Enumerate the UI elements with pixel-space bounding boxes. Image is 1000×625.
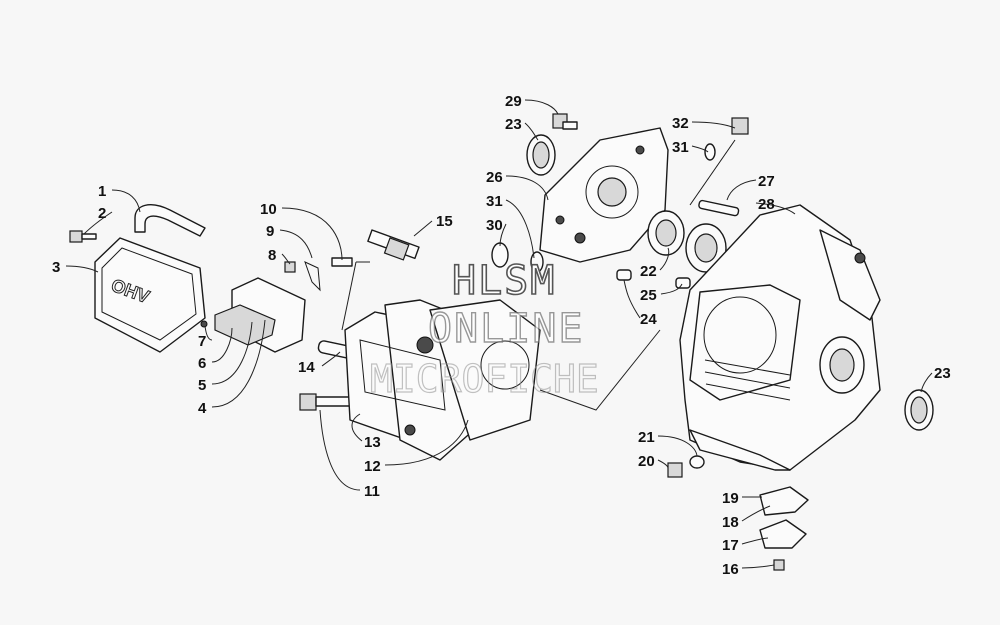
callout-30: 30 xyxy=(486,217,503,234)
crankcase-block-part xyxy=(679,204,881,471)
pin-27-part xyxy=(698,199,740,217)
callout-29: 29 xyxy=(505,93,522,110)
callout-12: 12 xyxy=(364,458,381,475)
callout-26: 26 xyxy=(486,169,503,186)
callout-22: 22 xyxy=(640,263,657,280)
cylinder-head-part xyxy=(344,299,541,461)
callout-6: 6 xyxy=(198,355,206,372)
spark-plug-part xyxy=(367,229,420,261)
cover-screw-part xyxy=(552,113,578,130)
crankcase-cover-part xyxy=(539,127,669,263)
callout-11: 11 xyxy=(364,483,380,500)
small-dowels-part xyxy=(616,269,691,289)
oil-seal-right-part xyxy=(904,389,934,431)
drain-plug-part xyxy=(667,455,705,478)
callout-1: 1 xyxy=(98,183,106,200)
breather-tube-part xyxy=(134,204,206,237)
callout-7: 7 xyxy=(198,333,206,350)
cover-plate-part xyxy=(759,486,809,571)
callout-4: 4 xyxy=(198,400,207,417)
callout-14: 14 xyxy=(298,359,315,376)
callout-3: 3 xyxy=(52,259,60,276)
oil-seal-upper-part xyxy=(526,134,556,176)
callout-21: 21 xyxy=(638,429,655,446)
callout-24: 24 xyxy=(640,311,657,328)
callout-27: 27 xyxy=(758,173,775,190)
callout-23-right: 23 xyxy=(934,365,951,382)
callout-8: 8 xyxy=(268,247,276,264)
callout-18: 18 xyxy=(722,514,739,531)
callout-17: 17 xyxy=(722,537,739,554)
dipstick-part xyxy=(689,117,749,206)
callout-10: 10 xyxy=(260,201,277,218)
callout-2: 2 xyxy=(98,205,106,222)
callout-9: 9 xyxy=(266,223,274,240)
callout-5: 5 xyxy=(198,377,206,394)
callout-labels: 1 2 3 4 5 6 7 8 9 10 11 12 13 14 15 16 1… xyxy=(52,93,951,578)
callout-31-left: 31 xyxy=(486,193,503,210)
callout-19: 19 xyxy=(722,490,739,507)
watermark: HLSM ONLINE MICROFICHE xyxy=(369,257,599,401)
leader-lines xyxy=(65,99,933,569)
watermark-line-3: MICROFICHE xyxy=(370,357,599,401)
cover-bolt-part xyxy=(69,230,97,243)
breather-plate-part xyxy=(200,277,306,353)
head-bolt-part xyxy=(299,393,351,411)
bearing-pair-part xyxy=(647,210,727,273)
callout-15: 15 xyxy=(436,213,453,230)
callout-28: 28 xyxy=(758,196,775,213)
callout-32: 32 xyxy=(672,115,689,132)
watermark-line-1: HLSM xyxy=(452,258,556,304)
valve-cover-part: OHV xyxy=(94,237,206,353)
callout-25: 25 xyxy=(640,287,657,304)
callout-31-right: 31 xyxy=(672,139,689,156)
callout-23-upper: 23 xyxy=(505,116,522,133)
callout-20: 20 xyxy=(638,453,655,470)
small-clip-part xyxy=(284,257,353,292)
callout-16: 16 xyxy=(722,561,739,578)
callout-13: 13 xyxy=(364,434,381,451)
watermark-line-2: ONLINE xyxy=(428,306,585,352)
